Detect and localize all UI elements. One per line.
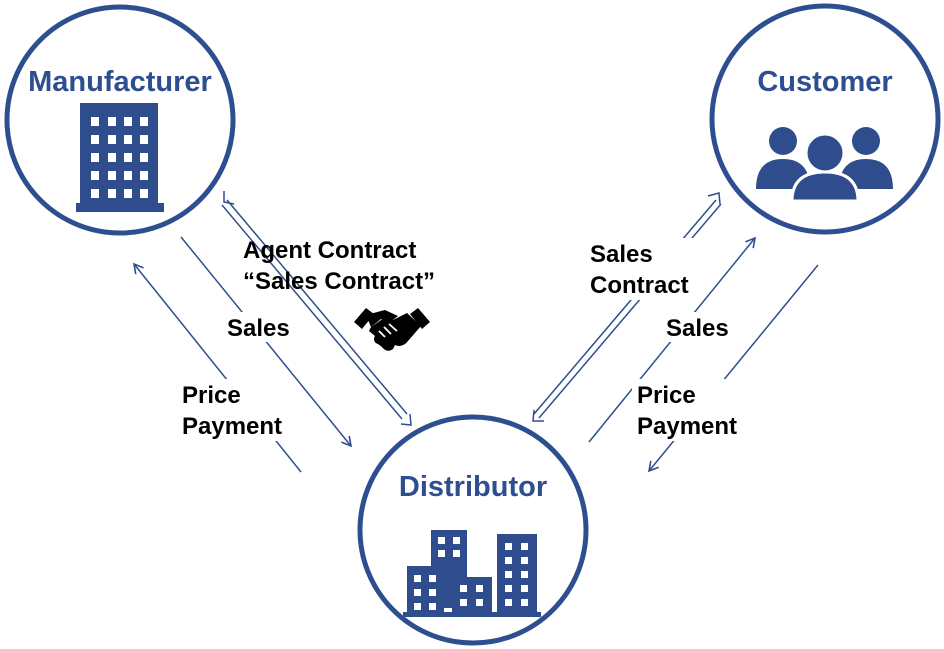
label-backdrop bbox=[661, 312, 739, 342]
right-contract-sales-label: Sales bbox=[590, 241, 653, 268]
left-price-label: Price bbox=[182, 382, 241, 409]
sales-contract-quote-label: “Sales Contract” bbox=[243, 268, 435, 295]
agent-contract-label: Agent Contract bbox=[243, 237, 416, 264]
left-payment-label: Payment bbox=[182, 413, 282, 440]
manufacturer-label: Manufacturer bbox=[28, 66, 212, 98]
distributor-label: Distributor bbox=[399, 471, 547, 503]
people-group-icon bbox=[756, 127, 893, 203]
right-sales-label: Sales bbox=[666, 315, 729, 342]
office-building-icon bbox=[76, 103, 164, 212]
agent-contract-double-arrow bbox=[221, 191, 412, 426]
handshake-icon bbox=[354, 308, 430, 351]
right-payment-label: Payment bbox=[637, 413, 737, 440]
distributor-node: Distributor bbox=[357, 414, 589, 646]
right-contract-contract-label: Contract bbox=[590, 272, 689, 299]
label-backdrop bbox=[585, 238, 701, 300]
customer-label: Customer bbox=[757, 66, 892, 98]
customer-node: Customer bbox=[709, 3, 941, 235]
label-backdrop bbox=[632, 379, 748, 441]
label-backdrop bbox=[222, 312, 298, 342]
city-buildings-icon bbox=[403, 530, 541, 617]
manufacturer-node: Manufacturer bbox=[4, 4, 236, 236]
label-backdrop bbox=[176, 379, 294, 441]
left-sales-label: Sales bbox=[227, 315, 290, 342]
right-price-label: Price bbox=[637, 382, 696, 409]
